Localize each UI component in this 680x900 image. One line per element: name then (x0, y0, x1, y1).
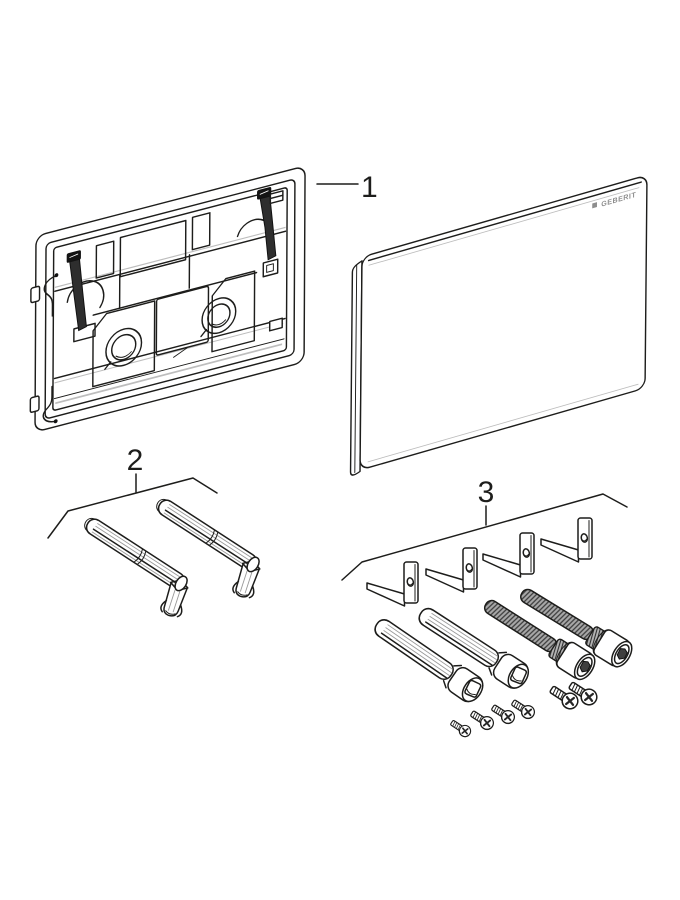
frame-window (191, 212, 211, 251)
callout-1-label: 1 (361, 171, 378, 204)
plate-side-edge (349, 260, 363, 476)
frame-window (119, 219, 187, 278)
actuating-pin-2 (137, 495, 274, 606)
screw-2 (467, 706, 497, 733)
frame-tube-opening-left (104, 327, 143, 371)
wall-bracket-4 (540, 517, 593, 563)
screw-1 (447, 716, 474, 740)
wall-bracket-1 (366, 561, 419, 607)
callout-3-label: 3 (478, 476, 495, 509)
mounting-frame (29, 167, 306, 431)
wall-bracket-3 (482, 532, 535, 578)
callout-3: 3 (341, 476, 628, 581)
frame-wire-clip-top (43, 275, 57, 317)
callout-2-label: 2 (127, 444, 144, 477)
actuating-pin-1 (65, 514, 202, 625)
frame-clip-right (257, 187, 272, 200)
callout-2: 2 (47, 444, 218, 539)
callout-1: 1 (316, 171, 378, 204)
frame-tube-opening-right (200, 297, 237, 338)
group-bracket-3 (341, 493, 628, 581)
frame-wire-clip-bottom (42, 385, 56, 423)
wall-bracket-2 (425, 547, 478, 593)
group-bracket-2 (47, 477, 218, 539)
flush-plate: GEBERIT (349, 176, 648, 476)
frame-outer-edge (34, 167, 306, 431)
plate-face (359, 176, 648, 469)
frame-clip-left (66, 250, 81, 263)
frame-window (95, 240, 115, 279)
geberit-logo-mark (592, 202, 598, 209)
